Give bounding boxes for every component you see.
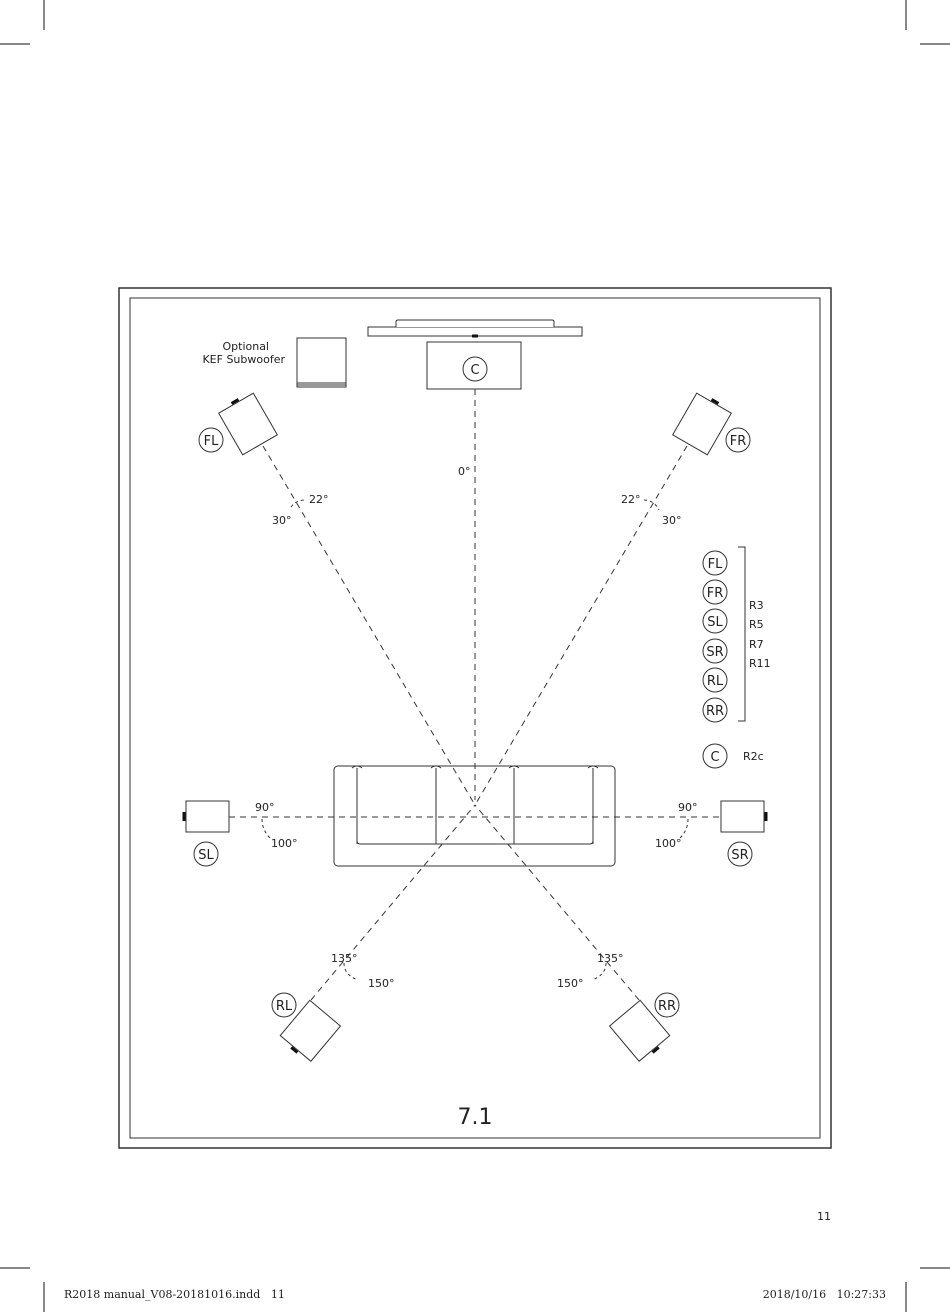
side-right-speaker	[721, 801, 766, 832]
legend-badge-center-label: C	[710, 750, 719, 765]
legend-model-r11: R11	[749, 657, 771, 670]
legend-badge-rr-label: RR	[706, 704, 724, 719]
subwoofer-label-line2: KEF Subwoofer	[202, 353, 285, 366]
subwoofer-label-line1: Optional	[222, 340, 269, 353]
legend-badge-sl-label: SL	[707, 615, 723, 630]
side-right-angle-arc	[680, 819, 688, 838]
legend-model-r3: R3	[749, 599, 764, 612]
configuration-title: 7.1	[458, 1105, 493, 1130]
side-left-speaker	[184, 801, 229, 832]
legend-model-r2c: R2c	[743, 750, 764, 763]
rear-left-angle-b: 150°	[368, 977, 395, 990]
front-left-sight-line	[263, 446, 475, 805]
front-left-inner-angle: 22°	[309, 493, 329, 506]
footer-timestamp: 2018/10/16 10:27:33	[763, 1288, 886, 1301]
legend-badge-sr-label: SR	[706, 645, 723, 660]
rear-right-angle-arc	[592, 963, 606, 980]
tv-screen	[368, 320, 582, 336]
sofa	[334, 766, 615, 866]
front-left-outer-angle: 30°	[272, 514, 292, 527]
speaker-model-legend: FL FR SL SR RL RR R3 R5 R7 R11 C R2c	[703, 547, 771, 768]
page-number: 11	[817, 1210, 831, 1223]
front-right-label: FR	[730, 434, 747, 449]
side-left-angle-a: 90°	[255, 801, 275, 814]
front-left-label: FL	[204, 434, 219, 449]
legend-model-r7: R7	[749, 638, 764, 651]
side-right-angle-a: 90°	[678, 801, 698, 814]
rear-left-angle-arc	[344, 963, 358, 980]
center-speaker-label: C	[470, 363, 479, 378]
side-left-angle-arc	[262, 819, 270, 838]
rear-left-angle-a: 135°	[331, 952, 358, 965]
side-right-angle-b: 100°	[655, 837, 682, 850]
legend-model-r5: R5	[749, 618, 764, 631]
front-right-angle-arc	[644, 500, 659, 510]
front-left-speaker	[218, 391, 278, 454]
legend-bracket	[738, 547, 745, 721]
front-right-sight-line	[475, 446, 687, 805]
front-right-inner-angle: 22°	[621, 493, 641, 506]
rear-right-angle-b: 150°	[557, 977, 584, 990]
legend-badge-fr-label: FR	[707, 586, 724, 601]
rear-right-label: RR	[658, 999, 676, 1014]
rear-left-label: RL	[276, 999, 293, 1014]
legend-badge-fl-label: FL	[708, 557, 723, 572]
center-angle-label: 0°	[458, 465, 471, 478]
front-right-outer-angle: 30°	[662, 514, 682, 527]
front-right-speaker	[673, 391, 733, 454]
footer-file-name: R2018 manual_V08-20181016.indd 11	[64, 1288, 285, 1301]
legend-badge-rl-label: RL	[707, 674, 724, 689]
side-left-label: SL	[198, 848, 214, 863]
side-left-angle-b: 100°	[271, 837, 298, 850]
rear-right-angle-a: 135°	[597, 952, 624, 965]
subwoofer	[297, 338, 346, 387]
side-right-label: SR	[731, 848, 748, 863]
